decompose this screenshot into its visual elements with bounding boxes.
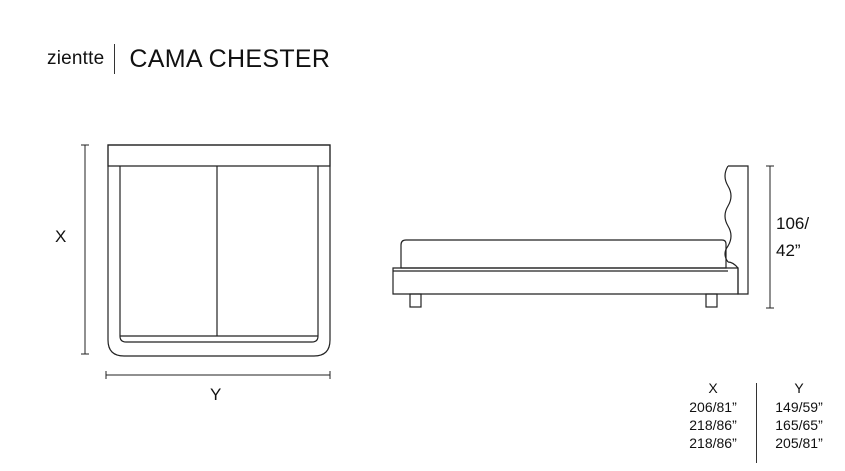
headboard-tufting xyxy=(724,165,732,263)
height-label-line1: 106/ xyxy=(776,214,809,233)
x-label: X xyxy=(55,227,66,246)
top-view xyxy=(107,144,331,357)
y-value: 149/59” xyxy=(775,399,823,415)
header-divider xyxy=(114,44,116,74)
y-column-header: Y xyxy=(794,380,804,396)
x-value: 218/86” xyxy=(689,435,737,451)
page-title: CAMA CHESTER xyxy=(129,44,331,73)
mattress-side xyxy=(400,239,727,269)
bed-base-side xyxy=(392,267,739,295)
y-dimension xyxy=(105,371,331,379)
side-view xyxy=(392,165,749,308)
inner-frame xyxy=(119,166,319,343)
brand-logo: zientte xyxy=(47,48,105,69)
dimensions-table: X 206/81” 218/86” 218/86” Y 149/59” 165/… xyxy=(676,379,836,465)
x-value: 206/81” xyxy=(689,399,737,415)
x-column-header: X xyxy=(708,380,718,396)
bed-frame-outline xyxy=(107,144,331,357)
x-value: 218/86” xyxy=(689,417,737,433)
table-divider xyxy=(756,383,757,463)
y-value: 165/65” xyxy=(775,417,823,433)
x-column: X 206/81” 218/86” 218/86” xyxy=(676,379,750,452)
headboard-side xyxy=(727,165,749,295)
front-leg xyxy=(409,293,422,308)
y-value: 205/81” xyxy=(775,435,823,451)
height-dimension xyxy=(766,165,774,309)
y-label: Y xyxy=(210,385,221,404)
y-column: Y 149/59” 165/65” 205/81” xyxy=(762,379,836,452)
x-dimension xyxy=(81,144,89,355)
height-label-line2: 42” xyxy=(776,241,801,260)
headboard-band xyxy=(107,144,331,167)
header: zientte CAMA CHESTER xyxy=(47,42,330,76)
rear-leg xyxy=(705,293,718,308)
